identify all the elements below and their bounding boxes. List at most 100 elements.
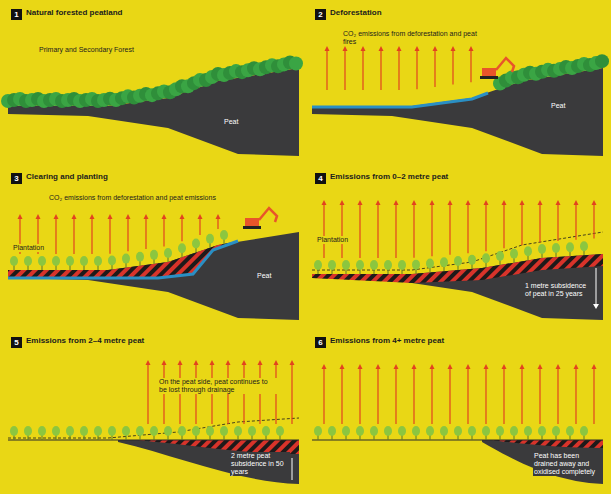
arrow-head [376,200,381,205]
arrow-head [574,364,579,369]
plantation-tree [80,426,88,436]
emission-arrow [109,218,110,254]
panel-title: Clearing and planting [26,172,108,181]
emission-arrow [55,218,56,254]
arrow-head [242,360,247,365]
arrow-head [433,46,438,51]
panel-title: Deforestation [330,8,382,17]
plantation-tree [66,426,74,436]
arrow-head [592,364,597,369]
plantation-tree [276,426,284,436]
emission-arrow [452,50,453,85]
emission-arrow [557,204,558,241]
plantation-tree [122,426,130,436]
emission-arrow [380,50,381,90]
emission-arrow [398,50,399,90]
annotation: 2 metre peat subsidence in 50 years [230,452,290,476]
oxidising-peat [312,254,603,283]
panel-title: Emissions from 0–2 metre peat [330,172,448,181]
plantation-tree [10,426,18,436]
arrow-head [340,364,345,369]
plantation-tree [496,251,504,261]
arrow-head [198,214,203,219]
subsidence-marker [596,268,597,306]
arrow-head [108,214,113,219]
arrow-head [144,214,149,219]
plantation-tree [384,260,392,270]
arrow-head [343,46,348,51]
plantation-tree [440,257,448,267]
water-table [8,241,238,278]
emission-arrow [575,204,576,240]
plantation-tree [398,260,406,270]
emission-arrow [145,218,146,249]
plantation-tree [412,260,420,270]
peat-layer [312,254,603,320]
callout-number: 2 [315,9,326,20]
emission-arrow [593,368,594,424]
plantation-tree [206,234,214,244]
forest-canopy [289,56,303,70]
arrow-head [36,214,41,219]
arrow-head [194,360,199,365]
arrow-head [361,46,366,51]
plantation-tree [66,256,74,266]
plantation-tree [314,426,322,436]
emission-arrow [557,368,558,424]
arrow-head [216,214,221,219]
plantation-tree [370,260,378,270]
arrow-head [556,364,561,369]
excavator-track [243,226,261,229]
emission-arrow [163,218,164,247]
plantation-tree [468,255,476,265]
plantation-tree [192,426,200,436]
plantation-tree [412,426,420,436]
arrow-head [322,364,327,369]
arrow-head [469,46,474,51]
emission-arrow [521,204,522,245]
emission-arrow [395,368,396,424]
excavator-arm [259,208,277,222]
plantation-tree [566,426,574,436]
plantation-tree [496,426,504,436]
annotation: Peat [223,118,239,126]
arrow-head [502,200,507,205]
panel-title: Emissions from 2–4 metre peat [26,336,144,345]
emission-arrow [91,218,92,254]
plantation-tree [94,256,102,266]
emission-arrow [147,364,148,424]
arrow-head [412,200,417,205]
arrow-head [379,46,384,51]
plantation-tree [328,426,336,436]
emission-arrow [127,218,128,251]
callout-number: 1 [11,9,22,20]
original-surface [312,232,603,270]
plantation-tree [356,260,364,270]
plantation-tree [384,426,392,436]
plantation-tree [580,241,588,251]
annotation: Primary and Secondary Forest [38,46,135,54]
plantation-tree [314,260,322,270]
arrow-head [180,214,185,219]
plantation-tree [454,256,462,266]
emission-arrow [359,368,360,424]
plantation-tree [164,248,172,258]
arrow-head [538,364,543,369]
emission-arrow [395,204,396,258]
emission-arrow [291,364,292,424]
emission-arrow [323,368,324,424]
emission-arrow [503,368,504,424]
arrow-head [394,200,399,205]
emission-arrow [485,204,486,251]
plantation-tree [538,426,546,436]
arrow-head [72,214,77,219]
emission-arrow [431,204,432,256]
plantation-tree [108,426,116,436]
plantation-tree [136,252,144,262]
plantation-tree [10,256,18,266]
plantation-tree [136,426,144,436]
plantation-tree [94,426,102,436]
plantation-tree [122,254,130,264]
plantation-tree [342,260,350,270]
plantation-tree [262,426,270,436]
